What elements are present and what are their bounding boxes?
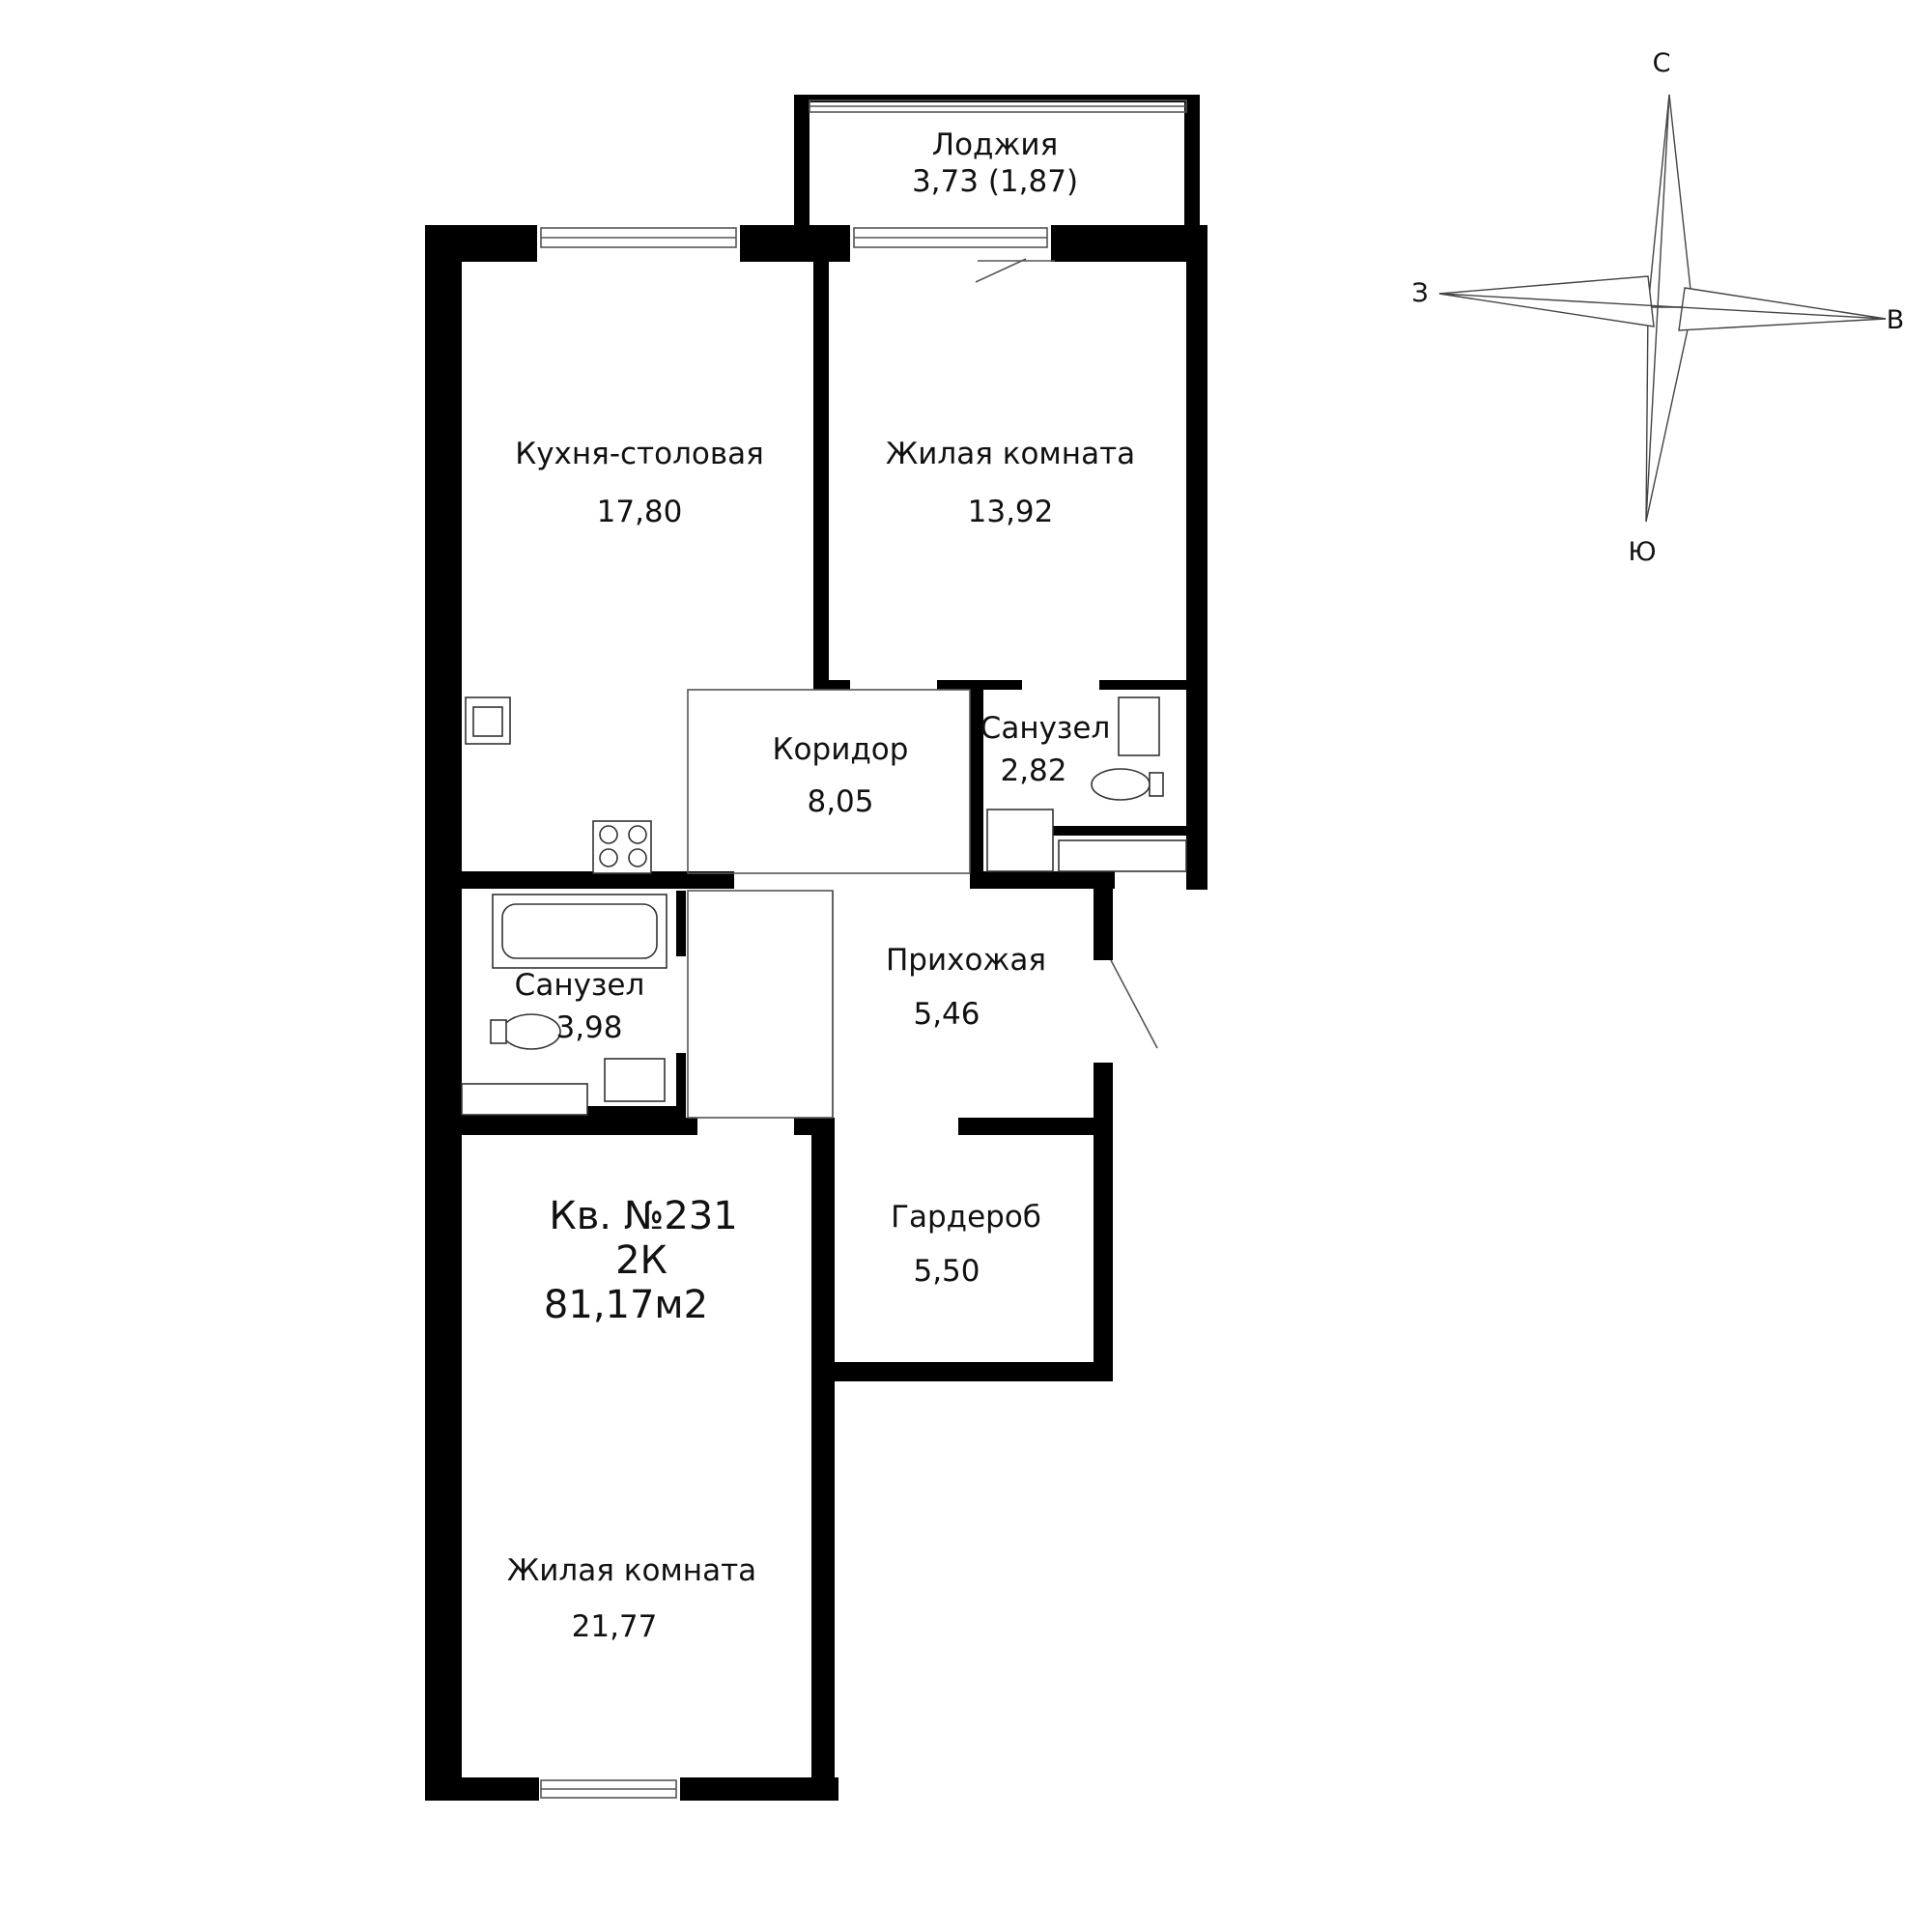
room-name: Жилая комната xyxy=(507,1553,756,1588)
room-name: Санузел xyxy=(515,968,645,1003)
windows xyxy=(540,99,1187,1799)
room-name: Прихожая xyxy=(886,943,1046,978)
stove-icon xyxy=(592,820,652,874)
apartment-type: 2К xyxy=(615,1238,668,1283)
room-name: Санузел xyxy=(980,711,1111,746)
washer-icon xyxy=(986,809,1054,872)
openings xyxy=(537,225,1113,1801)
room-area: 13,92 xyxy=(968,495,1054,529)
room-name: Лоджия xyxy=(932,128,1058,162)
room-name: Гардероб xyxy=(891,1200,1041,1235)
room-area: 3,98 xyxy=(555,1010,622,1045)
room-area: 2,82 xyxy=(1000,753,1066,788)
compass-south: Ю xyxy=(1628,537,1656,567)
room-area: 5,50 xyxy=(913,1254,980,1289)
room-area: 3,73 (1,87) xyxy=(912,164,1078,199)
room-area: 8,05 xyxy=(807,784,873,819)
fixtures xyxy=(461,696,1187,1116)
toilet-icon xyxy=(501,1013,561,1050)
room-name: Кухня-столовая xyxy=(515,437,764,471)
compass-rose: С Ю В З xyxy=(1411,48,1904,567)
compass-west: З xyxy=(1411,278,1428,308)
room-name: Жилая комната xyxy=(886,437,1135,471)
room-name: Коридор xyxy=(773,732,909,767)
room-area: 21,77 xyxy=(572,1609,658,1644)
sink-icon xyxy=(1118,696,1160,756)
apartment-number: Кв. №231 xyxy=(549,1194,737,1238)
toilet-icon xyxy=(1091,768,1151,801)
room-labels: Лоджия 3,73 (1,87) Кухня-столовая 17,80 … xyxy=(507,128,1135,1644)
compass-east: В xyxy=(1887,305,1905,335)
apartment-total-area: 81,17м2 xyxy=(544,1283,708,1327)
room-area: 17,80 xyxy=(597,495,683,529)
sink-icon xyxy=(604,1058,666,1102)
partitions xyxy=(687,258,1158,1119)
room-area: 5,46 xyxy=(913,997,980,1032)
compass-north: С xyxy=(1653,48,1671,78)
